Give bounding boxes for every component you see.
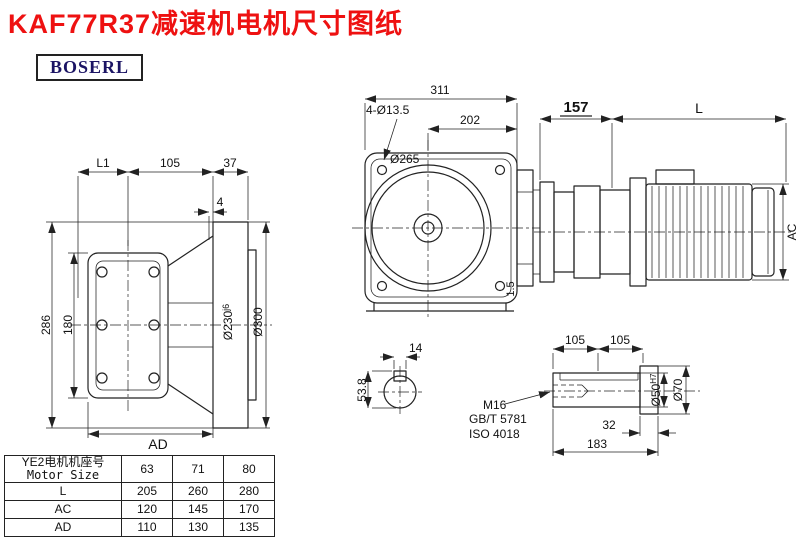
front-view: 311 202 4-Ø13.5 Ø265 1.5 [352, 83, 540, 318]
dim-AD: AD [148, 436, 167, 452]
table-row-AC: AC 120 145 170 [4, 500, 275, 519]
table-header-en: Motor Size [26, 468, 100, 482]
motor-size-table: YE2电机机座号 Motor Size 63 71 80 L 205 260 2… [4, 455, 275, 537]
dim-1-5: 1.5 [505, 281, 517, 296]
side-view: L1 105 37 4 286 180 AD Ø230j6 Ø300 [39, 156, 272, 452]
dim-105: 105 [160, 156, 180, 170]
flange-spigot [247, 249, 257, 401]
dim-bolt-holes: 4-Ø13.5 [366, 103, 410, 117]
table-row-AD: AD 110 130 135 [4, 518, 275, 537]
page-title: KAF77R37减速机电机尺寸图纸 [8, 9, 404, 39]
dim-157: 157 [563, 99, 588, 116]
shaft-collar [639, 365, 659, 415]
dim-32: 32 [602, 418, 616, 432]
dim-183: 183 [587, 437, 607, 451]
key [393, 370, 407, 382]
table-header-motor-size: YE2电机机座号 Motor Size [4, 455, 122, 483]
shaft-end-circle [383, 375, 417, 409]
standard-iso: ISO 4018 [469, 427, 520, 441]
mounting-hole [494, 280, 506, 292]
dim-311: 311 [430, 83, 449, 97]
standard-gbt: GB/T 5781 [469, 412, 527, 426]
dim-286: 286 [39, 315, 53, 335]
table-header-row: YE2电机机座号 Motor Size 63 71 80 [4, 455, 275, 483]
dim-230j6: Ø230j6 [221, 304, 235, 340]
dim-265: Ø265 [390, 152, 420, 166]
dim-AC: AC [785, 223, 799, 240]
table-header-cn: YE2电机机座号 [21, 455, 105, 469]
dim-202: 202 [460, 113, 480, 127]
brand-logo: BOSERL [36, 54, 144, 81]
dim-50H7: Ø50H7 [649, 373, 663, 406]
dim-105a: 105 [565, 333, 585, 347]
dim-180: 180 [61, 315, 75, 335]
dim-300: Ø300 [251, 307, 265, 337]
dim-37: 37 [223, 156, 237, 170]
flange-circle [364, 164, 492, 292]
dim-14: 14 [409, 341, 423, 355]
dim-L1: L1 [96, 156, 110, 170]
dim-4: 4 [217, 195, 224, 209]
motor-view: 157 L AC [534, 99, 799, 287]
shaft-end-view: 14 53.8 [355, 341, 423, 414]
size-80: 80 [223, 455, 275, 483]
thread-label: M16 [483, 398, 507, 412]
dim-105b: 105 [610, 333, 630, 347]
dim-70: Ø70 [671, 378, 685, 401]
size-71: 71 [172, 455, 224, 483]
mounting-hole [376, 280, 388, 292]
dim-53-8: 53.8 [355, 378, 369, 402]
shaft-detail-view: 105 105 M16 GB/T 5781 ISO 4018 32 183 Ø5… [469, 333, 700, 456]
mounting-hole [494, 164, 506, 176]
mounting-hole [376, 164, 388, 176]
fan-cover [751, 187, 775, 277]
table-row-L: L 205 260 280 [4, 482, 275, 501]
size-63: 63 [121, 455, 173, 483]
dim-L: L [695, 100, 703, 116]
gearbox-body [87, 252, 169, 399]
shaft-body [552, 372, 641, 408]
